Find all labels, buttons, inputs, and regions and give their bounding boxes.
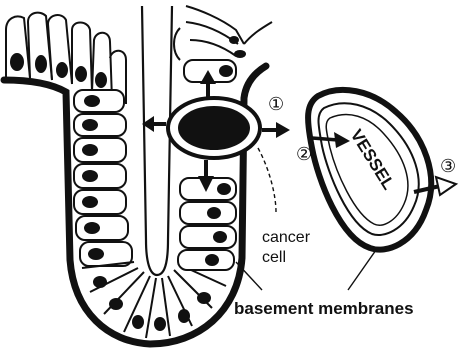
gland-lumen [142,6,172,275]
vessel-label: VESSEL [347,126,399,193]
step-1-marker: ① [268,94,284,115]
basement-membranes-label: basement membranes [234,299,414,318]
gland-crypt [4,6,272,344]
cancer-cell [168,98,260,158]
cancer-cell-nucleus [178,106,250,150]
arrow-out-of-vessel-icon [414,177,456,195]
step-3-marker: ③ [440,156,456,177]
step-2-marker: ② [296,144,312,165]
top-right-nuclei [229,36,246,58]
top-right-cells [174,6,272,60]
cancer-cell-label-line2: cell [262,249,286,266]
arrow-left-icon [142,116,166,132]
arrow-into-vessel-icon [312,132,350,148]
arrow-right-icon [262,122,290,138]
cancer-cell-label-line1: cancer [262,229,311,246]
vessel: VESSEL [308,90,431,250]
basement-leader-vessel [348,250,376,290]
cancer-cell-leader [258,148,276,212]
